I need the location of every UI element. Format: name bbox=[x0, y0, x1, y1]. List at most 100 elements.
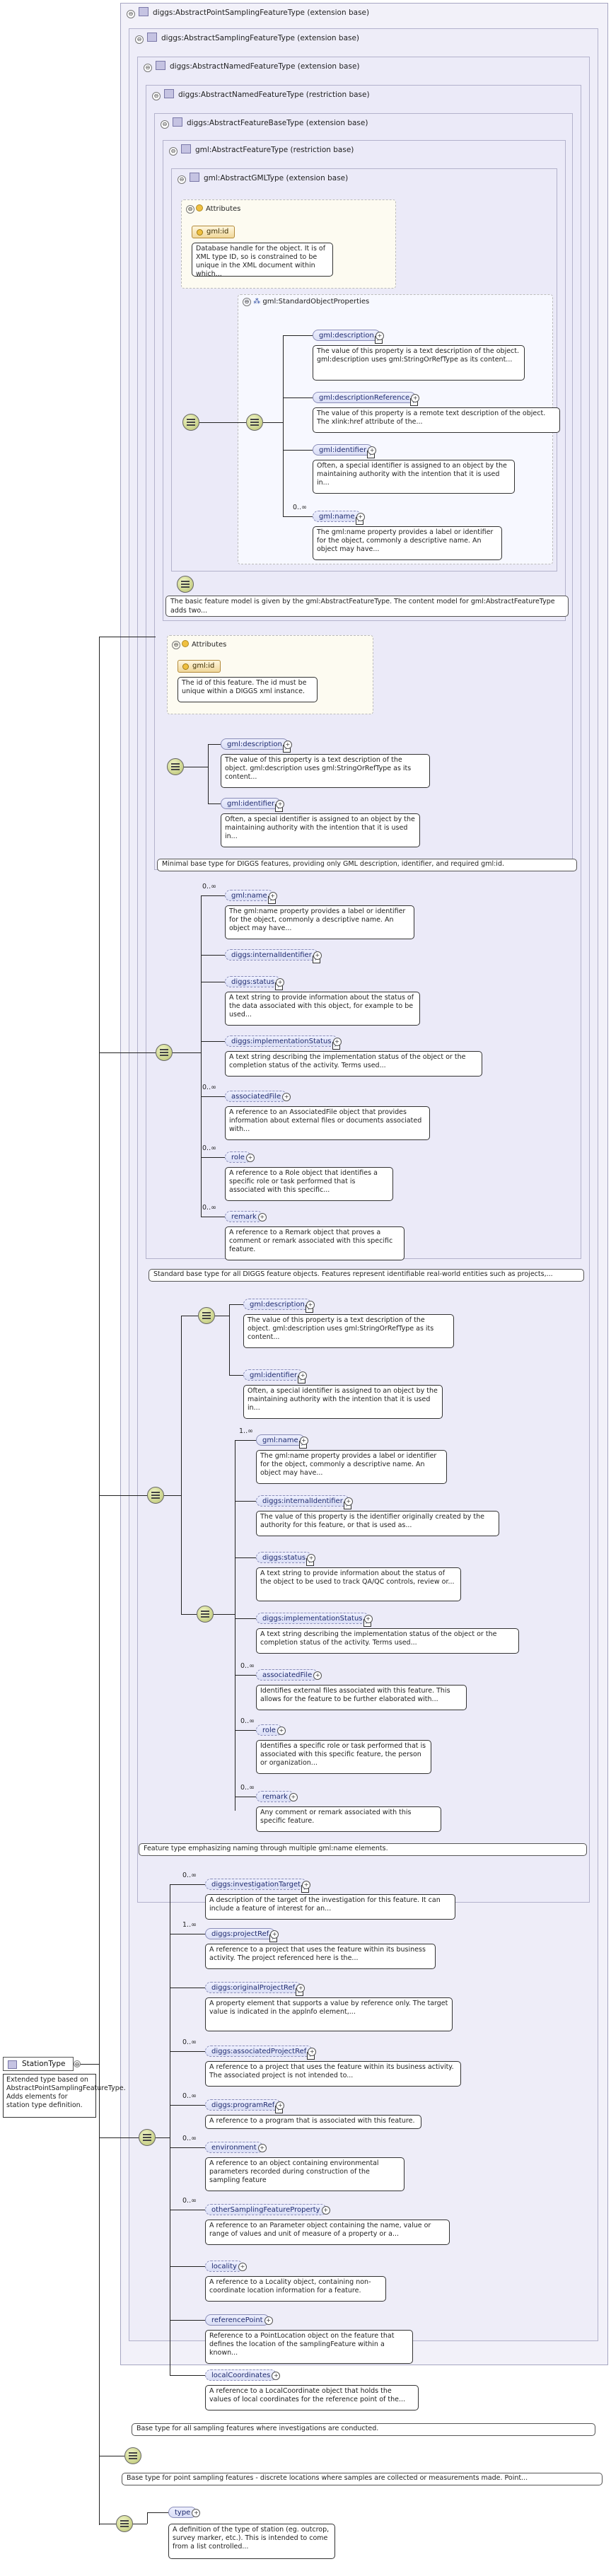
multiplicity-label: 0..∞ bbox=[240, 1662, 255, 1670]
element-internal-identifier[interactable]: diggs:internalIdentifier↗+ bbox=[225, 949, 322, 963]
element-gml-description[interactable]: gml:description↗+ bbox=[313, 330, 384, 344]
collapse-toggle-icon[interactable]: ⊖ bbox=[161, 120, 169, 129]
element-gml-identifier[interactable]: gml:identifier↗+ bbox=[313, 444, 377, 458]
type-note: Base type for point sampling features - … bbox=[122, 2473, 603, 2485]
element-local-coordinates[interactable]: localCoordinates+ bbox=[205, 2369, 281, 2381]
collapse-toggle-icon[interactable]: ⊖ bbox=[172, 641, 180, 649]
ext-title-gml-type: gml:AbstractGMLType (extension base) bbox=[204, 174, 349, 182]
complex-type-icon bbox=[147, 33, 157, 42]
element-description: A reference to a LocalCoordinate object … bbox=[205, 2385, 419, 2410]
multiplicity-label: 0..∞ bbox=[182, 2135, 197, 2142]
element-description: A reference to an AssociatedFile object … bbox=[225, 1106, 430, 1140]
element-gml-description[interactable]: gml:description↗+ bbox=[221, 738, 292, 753]
element-description: A text string describing the implementat… bbox=[256, 1628, 519, 1654]
sequence-icon[interactable] bbox=[198, 1307, 215, 1324]
element-reference-point[interactable]: referencePoint+ bbox=[205, 2314, 273, 2326]
element-type[interactable]: type+ bbox=[168, 2507, 201, 2518]
attribute-gml-id[interactable]: gml:id bbox=[192, 226, 235, 238]
collapse-toggle-icon[interactable]: ⊖ bbox=[144, 64, 152, 72]
element-description: The value of this property is a remote t… bbox=[313, 407, 560, 433]
sequence-icon[interactable] bbox=[177, 576, 194, 593]
element-description: Often, a special identifier is assigned … bbox=[243, 1385, 443, 1419]
element-environment[interactable]: environment+ bbox=[205, 2142, 267, 2153]
element-description: Identifies a specific role or task perfo… bbox=[256, 1740, 431, 1774]
element-description: A text string to provide information abo… bbox=[256, 1567, 461, 1601]
element-remark[interactable]: remark+ bbox=[225, 1211, 267, 1222]
element-gml-identifier[interactable]: gml:identifier↗+ bbox=[243, 1369, 308, 1383]
multiplicity-label: 1..∞ bbox=[239, 1427, 253, 1435]
element-description: Identifies external files associated wit… bbox=[256, 1685, 467, 1710]
complex-type-icon bbox=[173, 117, 182, 127]
element-project-ref[interactable]: diggs:projectRef↗+ bbox=[205, 1928, 279, 1942]
attribute-gml-id[interactable]: gml:id bbox=[178, 660, 221, 673]
collapse-toggle-icon[interactable]: ⊖ bbox=[127, 10, 135, 18]
multiplicity-label: 0..∞ bbox=[202, 883, 216, 890]
element-status[interactable]: diggs:status↗+ bbox=[225, 976, 285, 990]
element-associated-project-ref[interactable]: diggs:associatedProjectRef↗+ bbox=[205, 2046, 317, 2060]
complex-type-icon bbox=[8, 2060, 17, 2069]
element-locality[interactable]: locality+ bbox=[205, 2261, 247, 2272]
sequence-icon[interactable] bbox=[139, 2129, 156, 2146]
element-gml-description[interactable]: gml:description↗+ bbox=[243, 1299, 315, 1313]
group-name: gml:StandardObjectProperties bbox=[262, 298, 370, 306]
element-other-sampling-feature-property[interactable]: otherSamplingFeatureProperty+ bbox=[205, 2204, 330, 2215]
type-note: Standard base type for all DIGGS feature… bbox=[149, 1269, 584, 1282]
collapse-toggle-icon[interactable]: ⊖ bbox=[186, 205, 194, 214]
collapse-toggle-icon[interactable]: ⊖ bbox=[152, 92, 161, 100]
element-associated-file[interactable]: associatedFile+ bbox=[225, 1091, 291, 1102]
multiplicity-label: 0..∞ bbox=[293, 504, 307, 511]
multiplicity-label: 0..∞ bbox=[240, 1784, 255, 1792]
sequence-icon[interactable] bbox=[197, 1606, 214, 1623]
element-gml-identifier[interactable]: gml:identifier↗+ bbox=[221, 798, 285, 812]
attribute-description: The id of this feature. The id must be u… bbox=[178, 677, 318, 702]
element-role[interactable]: role+ bbox=[225, 1151, 255, 1163]
sequence-icon[interactable] bbox=[246, 414, 263, 431]
element-description: Often, a special identifier is assigned … bbox=[221, 813, 420, 847]
sequence-icon[interactable] bbox=[156, 1044, 173, 1061]
multiplicity-label: 0..∞ bbox=[202, 1084, 216, 1091]
element-description: The value of this property is the identi… bbox=[256, 1511, 499, 1536]
collapse-toggle-icon[interactable]: ⊖ bbox=[243, 298, 251, 306]
element-description: A description of the target of the inves… bbox=[205, 1894, 455, 1920]
element-original-project-ref[interactable]: diggs:originalProjectRef↗+ bbox=[205, 1982, 306, 1996]
multiplicity-label: 0..∞ bbox=[182, 2092, 197, 2100]
element-gml-name[interactable]: gml:name↗+ bbox=[225, 890, 277, 904]
sequence-icon[interactable] bbox=[124, 2447, 141, 2464]
sequence-icon[interactable] bbox=[116, 2515, 133, 2532]
element-program-ref[interactable]: diggs:programRef↗+ bbox=[205, 2099, 285, 2113]
element-status[interactable]: diggs:status↗+ bbox=[256, 1552, 316, 1566]
element-description: A reference to a Locality object, contai… bbox=[205, 2276, 386, 2302]
complex-type-icon bbox=[156, 61, 165, 70]
sequence-icon[interactable] bbox=[147, 1487, 164, 1504]
element-description: Any comment or remark associated with th… bbox=[256, 1806, 441, 1832]
type-note: The basic feature model is given by the … bbox=[165, 596, 569, 617]
element-description: A reference to a Role object that identi… bbox=[225, 1167, 393, 1201]
collapse-toggle-icon[interactable]: ⊖ bbox=[135, 35, 144, 44]
element-associated-file[interactable]: associatedFile+ bbox=[256, 1669, 322, 1681]
root-type-station-type[interactable]: StationType bbox=[3, 2057, 74, 2071]
element-description: The value of this property is a text des… bbox=[221, 754, 430, 788]
element-implementation-status[interactable]: diggs:implementationStatus↗+ bbox=[225, 1035, 342, 1050]
element-gml-name[interactable]: gml:name↗+ bbox=[313, 511, 365, 525]
multiplicity-label: 0..∞ bbox=[182, 2197, 197, 2205]
complex-type-icon bbox=[139, 7, 149, 16]
element-investigation-target[interactable]: diggs:investigationTarget↗+ bbox=[205, 1879, 311, 1893]
collapse-toggle-icon[interactable]: ⊖ bbox=[169, 147, 178, 156]
element-role[interactable]: role+ bbox=[256, 1724, 286, 1736]
sequence-icon[interactable] bbox=[182, 414, 199, 431]
multiplicity-label: 0..∞ bbox=[202, 1204, 216, 1212]
element-internal-identifier[interactable]: diggs:internalIdentifier↗+ bbox=[256, 1495, 353, 1509]
element-description: The value of this property is a text des… bbox=[243, 1314, 454, 1348]
element-implementation-status[interactable]: diggs:implementationStatus↗+ bbox=[256, 1613, 373, 1627]
element-gml-name[interactable]: gml:name↗+ bbox=[256, 1434, 308, 1449]
attributes-label: Attributes bbox=[206, 205, 241, 213]
collapse-toggle-icon[interactable]: ⊖ bbox=[74, 2060, 81, 2067]
element-gml-description-reference[interactable]: gml:descriptionReference↗+ bbox=[313, 392, 420, 406]
attributes-icon bbox=[196, 204, 203, 211]
element-description: A text string describing the implementat… bbox=[225, 1051, 482, 1077]
collapse-toggle-icon[interactable]: ⊖ bbox=[178, 175, 186, 184]
attributes-panel: ⊖Attributes gml:id The id of this featur… bbox=[167, 635, 373, 714]
element-description: A reference to a Remark object that prov… bbox=[225, 1226, 405, 1260]
element-remark[interactable]: remark+ bbox=[256, 1791, 298, 1802]
sequence-icon[interactable] bbox=[167, 758, 184, 775]
